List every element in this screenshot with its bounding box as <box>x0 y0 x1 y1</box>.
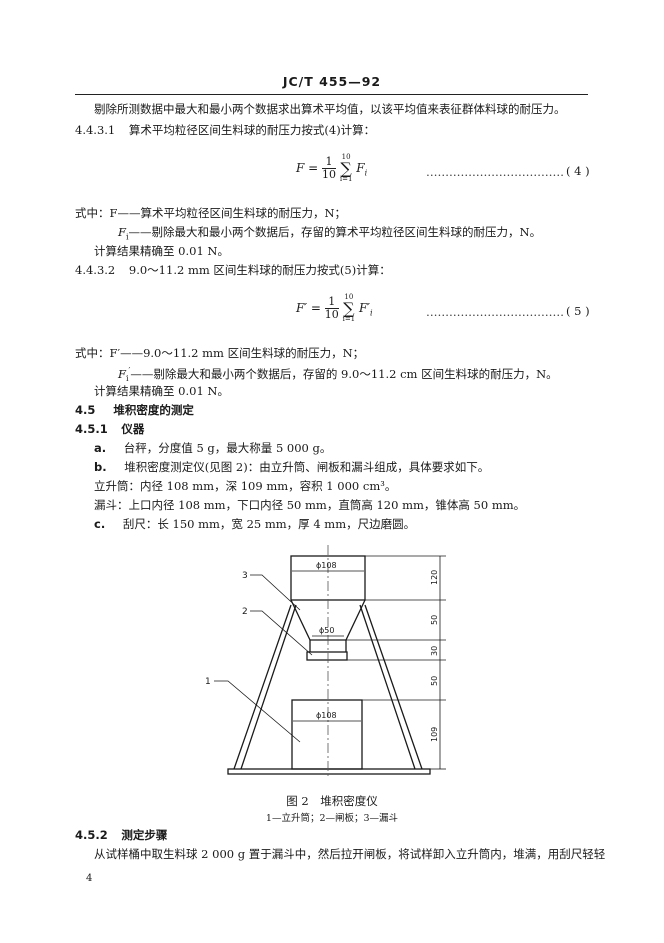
eq4-term: F <box>356 161 365 176</box>
list-item: a. 台秤，分度值 5 g，最大称量 5 000 g。 <box>94 441 332 456</box>
intro-paragraph: 剔除所测数据中最大和最小两个数据求出算术平均值，以该平均值来表征群体料球的耐压力… <box>94 102 566 116</box>
dim-bottom-label: ϕ108 <box>316 711 337 720</box>
base-plate <box>227 768 431 775</box>
where4-line3: 计算结果精确至 0.01 N。 <box>94 244 229 258</box>
document-code-header: JC/T 455—92 <box>282 74 382 89</box>
header-rule <box>75 94 588 95</box>
eq4-leader-dots: ……………………………… <box>426 165 564 179</box>
dim-right-label: 30 <box>430 646 439 656</box>
callout-1-leader <box>214 680 301 743</box>
list-item-label: b. <box>94 460 107 474</box>
section-4431: 4.4.3.1 算术平均粒径区间生料球的耐压力按式(4)计算： <box>75 123 376 138</box>
dim-right-label: 109 <box>430 727 439 742</box>
where5-line2-text: ——剔除最大和最小两个数据后，存留的 9.0～11.2 cm 区间生料球的耐压力… <box>130 366 558 381</box>
eq5-lhs: F′ = <box>296 301 321 316</box>
eq5-sum-top: 10 <box>344 293 354 301</box>
eq4-fraction: 1 10 <box>322 155 337 182</box>
procedure-paragraph: 从试样桶中取生料球 2 000 g 置于漏斗中，然后拉开闸板，将试样卸入立升筒内… <box>94 847 606 861</box>
list-item-text: 刮尺：长 150 mm，宽 25 mm，厚 4 mm，尺边磨圆。 <box>122 517 416 531</box>
list-item-text: 台秤，分度值 5 g，最大称量 5 000 g。 <box>123 441 332 455</box>
stand-leg-left-outer <box>233 604 292 770</box>
eq4-sum: 10 ∑ i=1 <box>340 154 353 183</box>
where5-line2: Fi′——剔除最大和最小两个数据后，存留的 9.0～11.2 cm 区间生料球的… <box>118 366 558 384</box>
section-number: 4.5.1 <box>75 422 108 436</box>
section-title: 测定步骤 <box>121 828 168 842</box>
section-text: 9.0～11.2 mm 区间生料球的耐压力按式(5)计算： <box>128 263 391 277</box>
section-number: 4.4.3.1 <box>75 123 116 137</box>
callout-2-leader <box>250 610 313 656</box>
section-title: 堆积密度的测定 <box>113 403 194 417</box>
section-452: 4.5.2 测定步骤 <box>75 828 168 843</box>
eq4-sum-top: 10 <box>341 153 351 161</box>
dim-right-label: 50 <box>430 676 439 686</box>
where5-line1: 式中：F′——9.0～11.2 mm 区间生料球的耐压力，N； <box>75 346 365 360</box>
callout-3-leader <box>250 574 301 611</box>
callout-3-label: 3 <box>242 571 248 581</box>
section-title: 仪器 <box>121 422 145 436</box>
eq5-sum: 10 ∑ i=1 <box>343 294 356 323</box>
where4-symbol-sub: i <box>125 232 129 242</box>
figure-legend: 1—立升筒；2—闸板；3—漏斗 <box>265 813 399 824</box>
stand-leg-left-inner <box>240 604 297 770</box>
section-4432: 4.4.3.2 9.0～11.2 mm 区间生料球的耐压力按式(5)计算： <box>75 263 391 278</box>
dim-top-label: ϕ108 <box>316 561 337 570</box>
liter-cylinder <box>291 699 363 770</box>
dim-right-label: 50 <box>430 615 439 625</box>
funnel-spec: 漏斗：上口内径 108 mm，下口内径 50 mm，直筒高 120 mm，锥体高… <box>94 498 526 512</box>
section-451: 4.5.1 仪器 <box>75 422 145 437</box>
list-item: b. 堆积密度测定仪(见图 2)：由立升筒、闸板和漏斗组成，具体要求如下。 <box>94 460 490 475</box>
where4-symbol: F <box>118 225 126 239</box>
where5-symbol-prime: ′ <box>128 366 131 375</box>
stand-leg-right-inner <box>359 604 416 770</box>
eq5-term: F′ <box>358 301 371 316</box>
eq5-tag: ( 5 ) <box>566 304 590 318</box>
list-item-label: a. <box>94 441 107 455</box>
section-text: 算术平均粒径区间生料球的耐压力按式(4)计算： <box>128 123 376 137</box>
stand-leg-right-outer <box>364 604 423 770</box>
eq4-lhs: F = <box>296 161 319 176</box>
dim-mid-label: ϕ50 <box>319 626 334 635</box>
eq5-numerator: 1 <box>324 295 339 310</box>
dim-right-label: 120 <box>430 570 439 585</box>
section-number: 4.4.3.2 <box>75 263 116 277</box>
where4-line1: 式中：F——算术平均粒径区间生料球的耐压力，N； <box>75 206 347 220</box>
where4-line2-text: ——剔除最大和最小两个数据后，存留的算术平均粒径区间生料球的耐压力，N。 <box>128 225 542 239</box>
eq4-denominator: 10 <box>322 168 337 182</box>
eq4-numerator: 1 <box>322 155 337 170</box>
eq5-denominator: 10 <box>324 308 339 322</box>
cylinder-spec: 立升筒：内径 108 mm，深 109 mm，容积 1 000 cm³。 <box>94 479 397 493</box>
section-number: 4.5.2 <box>75 828 108 842</box>
eq5-leader-dots: ……………………………… <box>426 305 564 319</box>
sigma-icon: ∑ <box>340 159 352 178</box>
where4-line2: Fi——剔除最大和最小两个数据后，存留的算术平均粒径区间生料球的耐压力，N。 <box>118 225 542 242</box>
callout-2-label: 2 <box>242 607 248 617</box>
where5-line3: 计算结果精确至 0.01 N。 <box>94 384 229 398</box>
section-45: 4.5 堆积密度的测定 <box>75 403 194 418</box>
equation-5: F′ = 1 10 10 ∑ i=1 F′i <box>296 294 373 323</box>
gate-slide <box>306 651 348 661</box>
eq4-tag: ( 4 ) <box>566 164 590 178</box>
where5-symbol: F <box>118 366 126 381</box>
eq5-sub: i <box>370 308 373 318</box>
section-number: 4.5 <box>75 403 96 417</box>
list-item-label: c. <box>94 517 106 531</box>
page-number: 4 <box>86 873 93 884</box>
list-item-text: 堆积密度测定仪(见图 2)：由立升筒、闸板和漏斗组成，具体要求如下。 <box>124 460 490 474</box>
eq4-sum-bottom: i=1 <box>339 175 353 184</box>
figure-caption: 图 2 堆积密度仪 <box>286 794 378 808</box>
eq5-fraction: 1 10 <box>324 295 339 322</box>
eq5-sum-bottom: i=1 <box>342 315 356 324</box>
sigma-icon: ∑ <box>343 299 355 318</box>
where5-symbol-sub: i <box>125 374 129 384</box>
list-item: c. 刮尺：长 150 mm，宽 25 mm，厚 4 mm，尺边磨圆。 <box>94 517 416 532</box>
eq4-sub: i <box>364 168 368 178</box>
callout-1-label: 1 <box>205 677 211 687</box>
equation-4: F = 1 10 10 ∑ i=1 Fi <box>296 154 367 183</box>
